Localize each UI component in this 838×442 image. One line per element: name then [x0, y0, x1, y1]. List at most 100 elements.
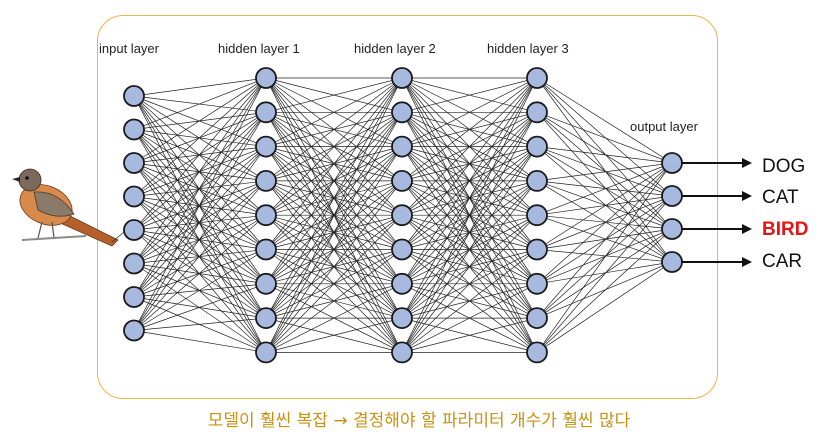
connection [536, 180, 673, 230]
connection [265, 249, 403, 353]
neuron-layer3-4 [526, 204, 548, 227]
neuron-layer1-7 [255, 307, 277, 330]
neuron-layer2-2 [391, 135, 413, 158]
output-label-car: CAR [762, 251, 803, 272]
connection [536, 77, 673, 197]
connection [401, 77, 538, 353]
connection [133, 112, 267, 331]
connection [133, 77, 267, 130]
connection [536, 180, 673, 197]
connection [133, 77, 267, 264]
connection [401, 77, 538, 319]
connection [536, 146, 673, 230]
connection [536, 180, 673, 263]
connection [401, 77, 538, 147]
connection [265, 77, 403, 284]
connection [536, 195, 673, 250]
label-hidden-layer-2: hidden layer 2 [354, 41, 436, 56]
connection [133, 77, 267, 331]
connection [265, 77, 403, 182]
neuron-layer0-3 [123, 185, 145, 208]
connection [133, 296, 267, 353]
neuron-layer2-4 [391, 204, 413, 227]
connection [265, 283, 403, 353]
neuron-layer4-3 [661, 251, 683, 273]
connection [133, 229, 267, 319]
connection [401, 146, 538, 353]
neuron-layer3-3 [526, 169, 548, 192]
connection [133, 249, 267, 331]
connection [133, 263, 267, 319]
connection [133, 263, 267, 353]
connection [133, 196, 267, 319]
connection [401, 77, 538, 182]
connection [133, 95, 267, 216]
connection [536, 195, 673, 319]
connection [536, 111, 673, 164]
connection [133, 162, 267, 285]
connection [401, 283, 538, 353]
neuron-layer1-2 [255, 135, 277, 158]
connection [133, 129, 267, 216]
connection [133, 146, 267, 331]
neuron-layer1-4 [255, 204, 277, 227]
connection [536, 261, 673, 353]
connection [536, 195, 673, 285]
neuron-layer2-8 [391, 341, 413, 364]
caption-text: 모델이 훨씬 복잡 → 결정해야 할 파라미터 개수가 훨씬 많다 [207, 411, 631, 431]
connection [536, 261, 673, 319]
connection [536, 162, 673, 216]
neuron-layer4-1 [661, 185, 683, 207]
connection [133, 77, 267, 97]
connection [536, 146, 673, 263]
neuron-layer3-0 [526, 67, 548, 89]
connection [536, 112, 673, 263]
connection [133, 129, 267, 182]
output-arrow-head-2 [742, 224, 752, 234]
neuron-layer1-0 [255, 67, 277, 89]
connection [536, 146, 673, 197]
output-label-bird: BIRD [762, 219, 809, 240]
connection [401, 77, 538, 250]
connection [265, 77, 403, 113]
connection [536, 249, 673, 263]
connection [133, 162, 267, 250]
connection [133, 196, 267, 250]
connection [133, 95, 267, 182]
connection [536, 112, 673, 230]
connection [265, 77, 403, 147]
neuron-layer0-1 [123, 118, 145, 141]
connection [401, 112, 538, 353]
neuron-layer0-6 [123, 286, 145, 308]
output-arrow-head-3 [742, 257, 752, 267]
connection [536, 228, 673, 250]
neuron-layer2-7 [391, 307, 413, 330]
neuron-layer3-6 [526, 272, 548, 295]
label-output-layer: output layer [630, 119, 698, 134]
bird-image [12, 168, 119, 247]
output-label-dog: DOG [762, 156, 806, 177]
connection [401, 249, 538, 353]
connection [265, 77, 403, 353]
connection [265, 112, 403, 353]
label-hidden-layer-1: hidden layer 1 [218, 41, 300, 56]
neuron-layer0-2 [123, 152, 145, 174]
connection [401, 77, 538, 216]
label-input-layer: input layer [99, 41, 159, 56]
connection [536, 228, 673, 285]
connection [536, 77, 673, 230]
connection [536, 214, 673, 263]
output-arrow-head-1 [742, 191, 752, 201]
neuron-layer2-1 [391, 101, 413, 124]
connection [133, 214, 267, 331]
neuron-layer4-0 [661, 152, 683, 174]
connection [133, 229, 267, 285]
connection [401, 180, 538, 353]
connection [133, 229, 267, 353]
connection [265, 146, 403, 353]
connection [133, 317, 267, 331]
connection [536, 195, 673, 353]
connection [536, 77, 673, 263]
connection [401, 77, 538, 113]
